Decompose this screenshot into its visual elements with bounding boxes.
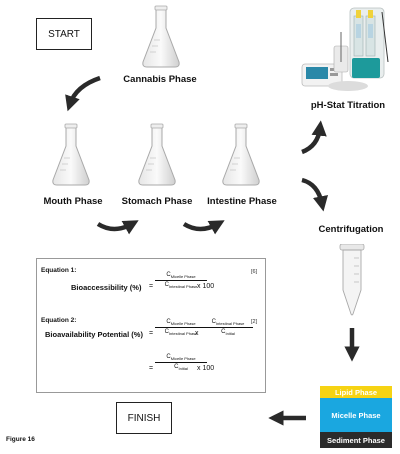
eq1-times-100: x 100 (197, 283, 215, 290)
intestine-phase-label: Intestine Phase (207, 196, 277, 207)
centrifugation-label: Centrifugation (318, 224, 384, 235)
eq1-lhs: Bioaccessibility (%) (71, 283, 142, 292)
eq2b-den-c: C (221, 329, 226, 336)
sediment-phase-label: Sediment Phase (327, 435, 385, 445)
micelle-phase-band: Micelle Phase (320, 398, 392, 432)
eq2b-num-c: C (211, 319, 216, 325)
eq2a-num-sub: Micelle Phase (170, 321, 196, 327)
eq2-fraction-b: CIntestinal Phase CInitial (203, 319, 253, 336)
ph-stat-label: pH-Stat Titration (310, 100, 386, 111)
arrow-to-centrifugation (301, 177, 328, 212)
arrow-mouth-to-stomach (96, 220, 139, 235)
cannabis-flask-icon (142, 5, 180, 68)
arrow-stomach-to-intestine (182, 220, 225, 235)
eq2-ref: [2] (251, 319, 258, 325)
eq2a-den-sub: Intestinal Phase (168, 331, 198, 337)
sediment-phase-band: Sediment Phase (320, 432, 392, 448)
eq2a-den-c: C (164, 329, 169, 336)
stomach-flask-icon (138, 123, 176, 186)
finish-label: FINISH (127, 412, 161, 424)
eq3-fraction: CMicelle Phase CInitial (155, 354, 207, 371)
eq3-num-c: C (166, 354, 171, 360)
eq1-equals: = (149, 283, 154, 290)
eq2-times: x (195, 330, 199, 337)
eq2b-num-sub: Intestinal Phase (215, 321, 245, 327)
eq2-lhs: Bioavailability Potential (%) (45, 330, 143, 339)
intestine-flask-icon (222, 123, 260, 186)
eq1-den-c: C (164, 282, 169, 289)
arrow-cannabis-to-mouth (65, 75, 101, 112)
eq2-fraction-a: CMicelle Phase CIntestinal Phase (155, 319, 207, 336)
eq1-denominator: CIntestinal Phase (155, 281, 207, 289)
lipid-phase-band: Lipid Phase (320, 386, 392, 398)
eq2-equals: = (149, 330, 154, 337)
eq3-den-c: C (174, 364, 179, 371)
eq1-ref: [6] (251, 269, 258, 275)
eq1-num-c: C (166, 272, 171, 278)
eq2b-den-sub: Initial (225, 331, 235, 337)
micelle-phase-label: Micelle Phase (331, 410, 381, 420)
eq1-num-sub: Micelle Phase (170, 274, 196, 280)
eq1-title: Equation 1: (41, 267, 77, 274)
start-box: START (36, 18, 92, 50)
mouth-flask-icon (52, 123, 90, 186)
eq1-fraction: CMicelle Phase CIntestinal Phase (155, 272, 207, 289)
eq3-num-sub: Micelle Phase (170, 356, 196, 362)
centrifuge-tube-icon (339, 244, 365, 316)
lipid-phase-label: Lipid Phase (334, 387, 378, 397)
eq3-equals: = (149, 365, 154, 372)
mouth-phase-label: Mouth Phase (43, 196, 103, 207)
eq3-times-100: x 100 (197, 365, 215, 372)
figure-label: Figure 16 (6, 436, 35, 443)
ph-stat-titrator-icon (301, 7, 389, 91)
eq1-numerator: CMicelle Phase (155, 272, 207, 280)
arrow-to-ph-stat (301, 120, 327, 155)
equation-panel: Equation 1: Bioaccessibility (%) = CMice… (36, 258, 266, 393)
start-label: START (48, 28, 80, 40)
finish-box: FINISH (116, 402, 172, 434)
eq1-den-sub: Intestinal Phase (168, 284, 198, 290)
eq2-title: Equation 2: (41, 317, 77, 324)
cannabis-phase-label: Cannabis Phase (123, 74, 197, 85)
stomach-phase-label: Stomach Phase (121, 196, 193, 207)
eq2a-num-c: C (166, 319, 171, 325)
eq3-den-sub: Initial (178, 366, 188, 372)
